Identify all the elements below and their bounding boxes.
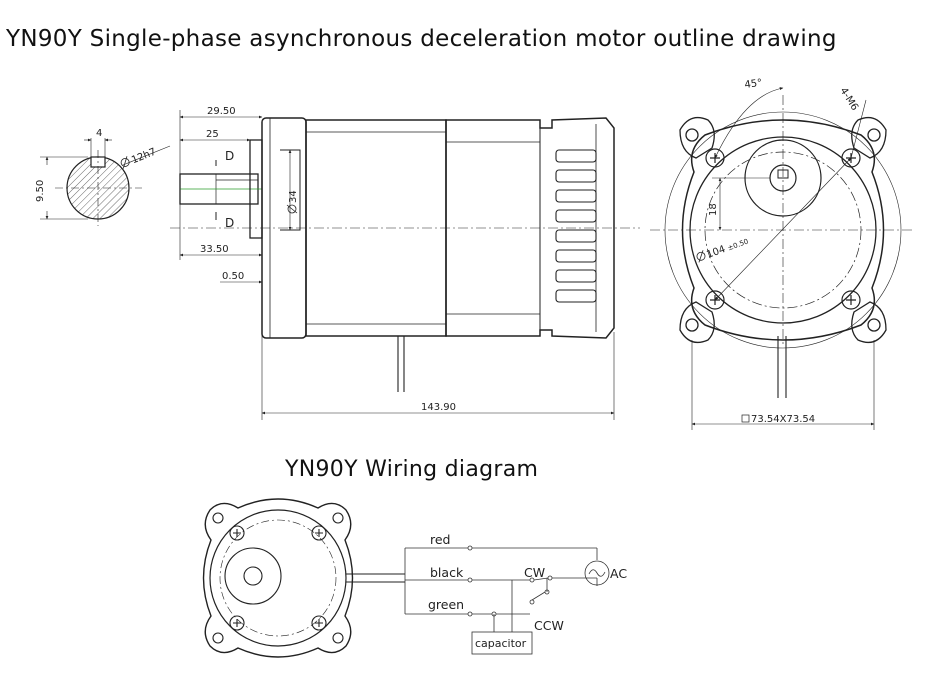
- square-label: 73.54X73.54: [751, 414, 815, 425]
- rear-end-cap: [445, 117, 615, 339]
- pilot-dia-label: 34: [288, 190, 299, 203]
- bolt-circle-label: 104: [705, 244, 727, 261]
- shaft-section-view: [40, 138, 171, 226]
- section-height-label: 9.50: [35, 180, 46, 202]
- dim-29-50: 29.50: [207, 106, 236, 117]
- wiring-motor-front: [202, 498, 405, 658]
- motor-front-view: [650, 87, 915, 430]
- cw-label: CW: [524, 565, 545, 580]
- wire-green-label: green: [428, 597, 464, 612]
- ac-label: AC: [610, 566, 627, 581]
- capacitor-label: capacitor: [475, 637, 527, 650]
- ac-source-symbol: [584, 560, 610, 586]
- overall-length-label: 143.90: [421, 402, 456, 413]
- offset-label: 18: [708, 203, 719, 216]
- dim-33-50: 33.50: [200, 244, 229, 255]
- lead-cable: [397, 336, 405, 392]
- front-flange-outline: [681, 119, 885, 341]
- shaft-dia-label: 12h7: [130, 147, 158, 167]
- capacitor-box: [471, 631, 533, 655]
- section-mark-bottom: D: [225, 216, 234, 230]
- dim-25: 25: [206, 129, 219, 140]
- cooling-fins: [555, 149, 597, 303]
- main-title: YN90Y Single-phase asynchronous decelera…: [6, 26, 837, 52]
- key-width-label: 4: [96, 128, 102, 139]
- dim-0-50: 0.50: [222, 271, 244, 282]
- section-mark-top: D: [225, 149, 234, 163]
- wiring-circuit: [404, 545, 610, 655]
- mount-ears: [679, 116, 887, 344]
- wiring-title: YN90Y Wiring diagram: [285, 457, 539, 482]
- motor-side-view: [170, 110, 640, 420]
- ccw-label: CCW: [534, 618, 564, 633]
- holes-label: 4-M6: [837, 86, 860, 113]
- wire-black-label: black: [430, 565, 464, 580]
- wire-red-label: red: [430, 532, 451, 547]
- bolt-circle-group: 104 ±0.50: [696, 238, 750, 263]
- bolt-circle-tol: ±0.50: [727, 238, 750, 253]
- pilot-dia-group: 34: [286, 190, 299, 214]
- shaft-dia-label-group: 12h7: [120, 147, 158, 169]
- angle-label: 45°: [744, 78, 763, 91]
